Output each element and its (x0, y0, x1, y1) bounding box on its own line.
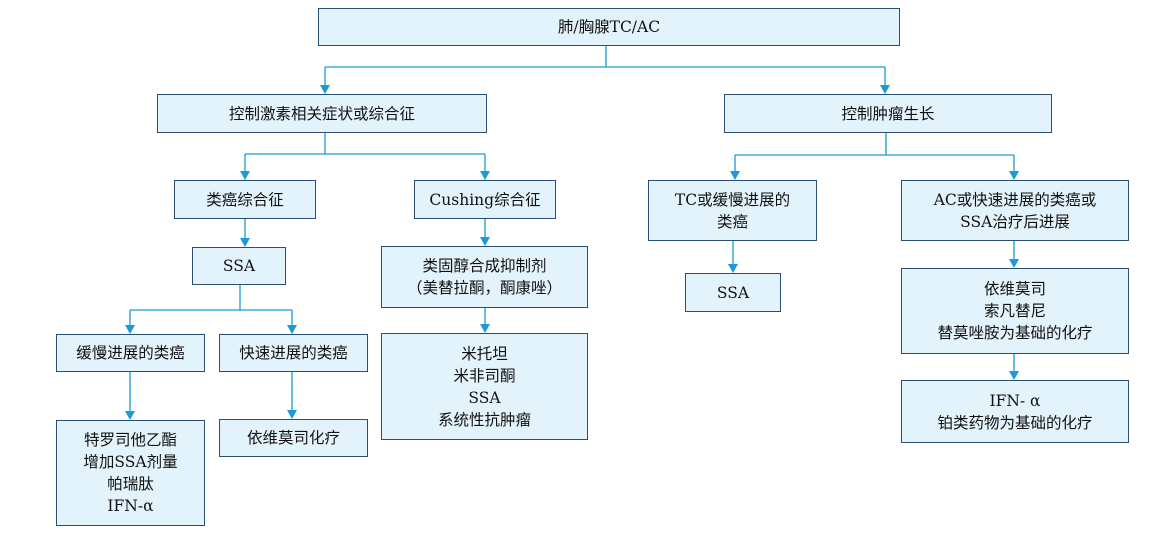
node-text-line: （美替拉酮，酮康唑） (406, 279, 562, 297)
arrowhead (125, 411, 135, 420)
arrowhead (880, 85, 890, 94)
node-everolimus-chemotherapy: 依维莫司化疗 (219, 419, 368, 457)
node-ifn-platinum-chemotherapy: IFN- α 铂类药物为基础的化疗 (901, 380, 1129, 443)
node-carcinoid-syndrome: 类癌综合征 (174, 180, 316, 219)
node-steroid-synthesis-inhibitor: 类固醇合成抑制剂 （美替拉酮，酮康唑） (381, 246, 588, 308)
node-cushing-syndrome: Cushing综合征 (414, 180, 556, 219)
arrowhead (240, 238, 250, 247)
arrowhead (480, 171, 490, 180)
node-text-line: 特罗司他乙酯 (83, 431, 177, 449)
node-text-line: 控制肿瘤生长 (841, 104, 935, 123)
node-text-line: Cushing综合征 (429, 190, 541, 209)
node-text-line: 肺/胸腺TC/AC (557, 18, 661, 36)
node-ssa-left: SSA (192, 247, 286, 285)
node-text-line: 快速进展的类癌 (239, 344, 348, 362)
arrowhead (240, 171, 250, 180)
node-text-line: 替莫唑胺为基础的化疗 (937, 324, 1093, 342)
arrowhead (730, 171, 740, 180)
node-text-line: 铂类药物为基础的化疗 (937, 413, 1093, 432)
node-text-line: 米非司酮 (453, 366, 516, 385)
node-text-line: TC或缓慢进展的 (674, 190, 791, 209)
node-mitotane-therapies: 米托坦米非司酮 SSA 系统性抗肿瘤 (381, 333, 588, 440)
arrowhead (287, 410, 297, 419)
node-text-line: 类固醇合成抑制剂 (422, 257, 547, 275)
node-text-line: 控制激素相关症状或综合征 (228, 104, 415, 123)
arrowhead (480, 324, 490, 333)
node-everolimus-surufatinib-temozolomide: 依维莫司索凡替尼替莫唑胺为基础的化疗 (901, 268, 1129, 354)
node-text-line: 缓慢进展的类癌 (76, 344, 185, 362)
arrowhead (1009, 259, 1019, 268)
node-text-line: SSA (716, 283, 750, 302)
node-text-line: 类癌 (716, 212, 748, 231)
arrowhead (1009, 171, 1019, 180)
arrowhead (287, 325, 297, 334)
node-text-line: 依维莫司化疗 (246, 429, 340, 447)
node-text-line: 索凡替尼 (983, 302, 1046, 320)
node-text-line: AC或快速进展的类癌或 (933, 190, 1097, 209)
arrowhead (480, 237, 490, 246)
node-text-line: IFN- α (989, 391, 1041, 410)
node-tc-slow-carcinoid: TC或缓慢进展的类癌 (648, 180, 817, 241)
node-telotristat-therapies: 特罗司他乙酯增加SSA剂量帕瑞肽 IFN-α (56, 420, 205, 526)
node-text-line: 增加SSA剂量 (83, 453, 178, 471)
node-control-hormone-symptoms: 控制激素相关症状或综合征 (157, 94, 487, 133)
node-text-line: SSA (222, 257, 256, 275)
node-lung-thymus-tc-ac: 肺/胸腺TC/AC (318, 8, 900, 46)
arrowhead (125, 325, 135, 334)
node-control-tumor-growth: 控制肿瘤生长 (724, 94, 1052, 133)
node-text-line: 米托坦 (461, 344, 508, 363)
node-text-line: 依维莫司 (983, 280, 1046, 298)
node-ac-fast-carcinoid: AC或快速进展的类癌或 SSA治疗后进展 (901, 180, 1129, 241)
arrowhead (320, 85, 330, 94)
node-text-line: 系统性抗肿瘤 (437, 410, 531, 429)
node-ssa-right: SSA (685, 273, 781, 312)
node-text-line: SSA治疗后进展 (960, 212, 1070, 231)
arrowhead (1009, 371, 1019, 380)
node-fast-progressing-carcinoid: 快速进展的类癌 (219, 334, 368, 372)
node-text-line: SSA (468, 388, 501, 407)
node-text-line: 类癌综合征 (206, 190, 284, 209)
node-slow-progressing-carcinoid: 缓慢进展的类癌 (56, 334, 205, 372)
node-text-line: IFN-α (107, 497, 154, 515)
arrowhead (728, 264, 738, 273)
node-text-line: 帕瑞肽 (107, 475, 154, 493)
